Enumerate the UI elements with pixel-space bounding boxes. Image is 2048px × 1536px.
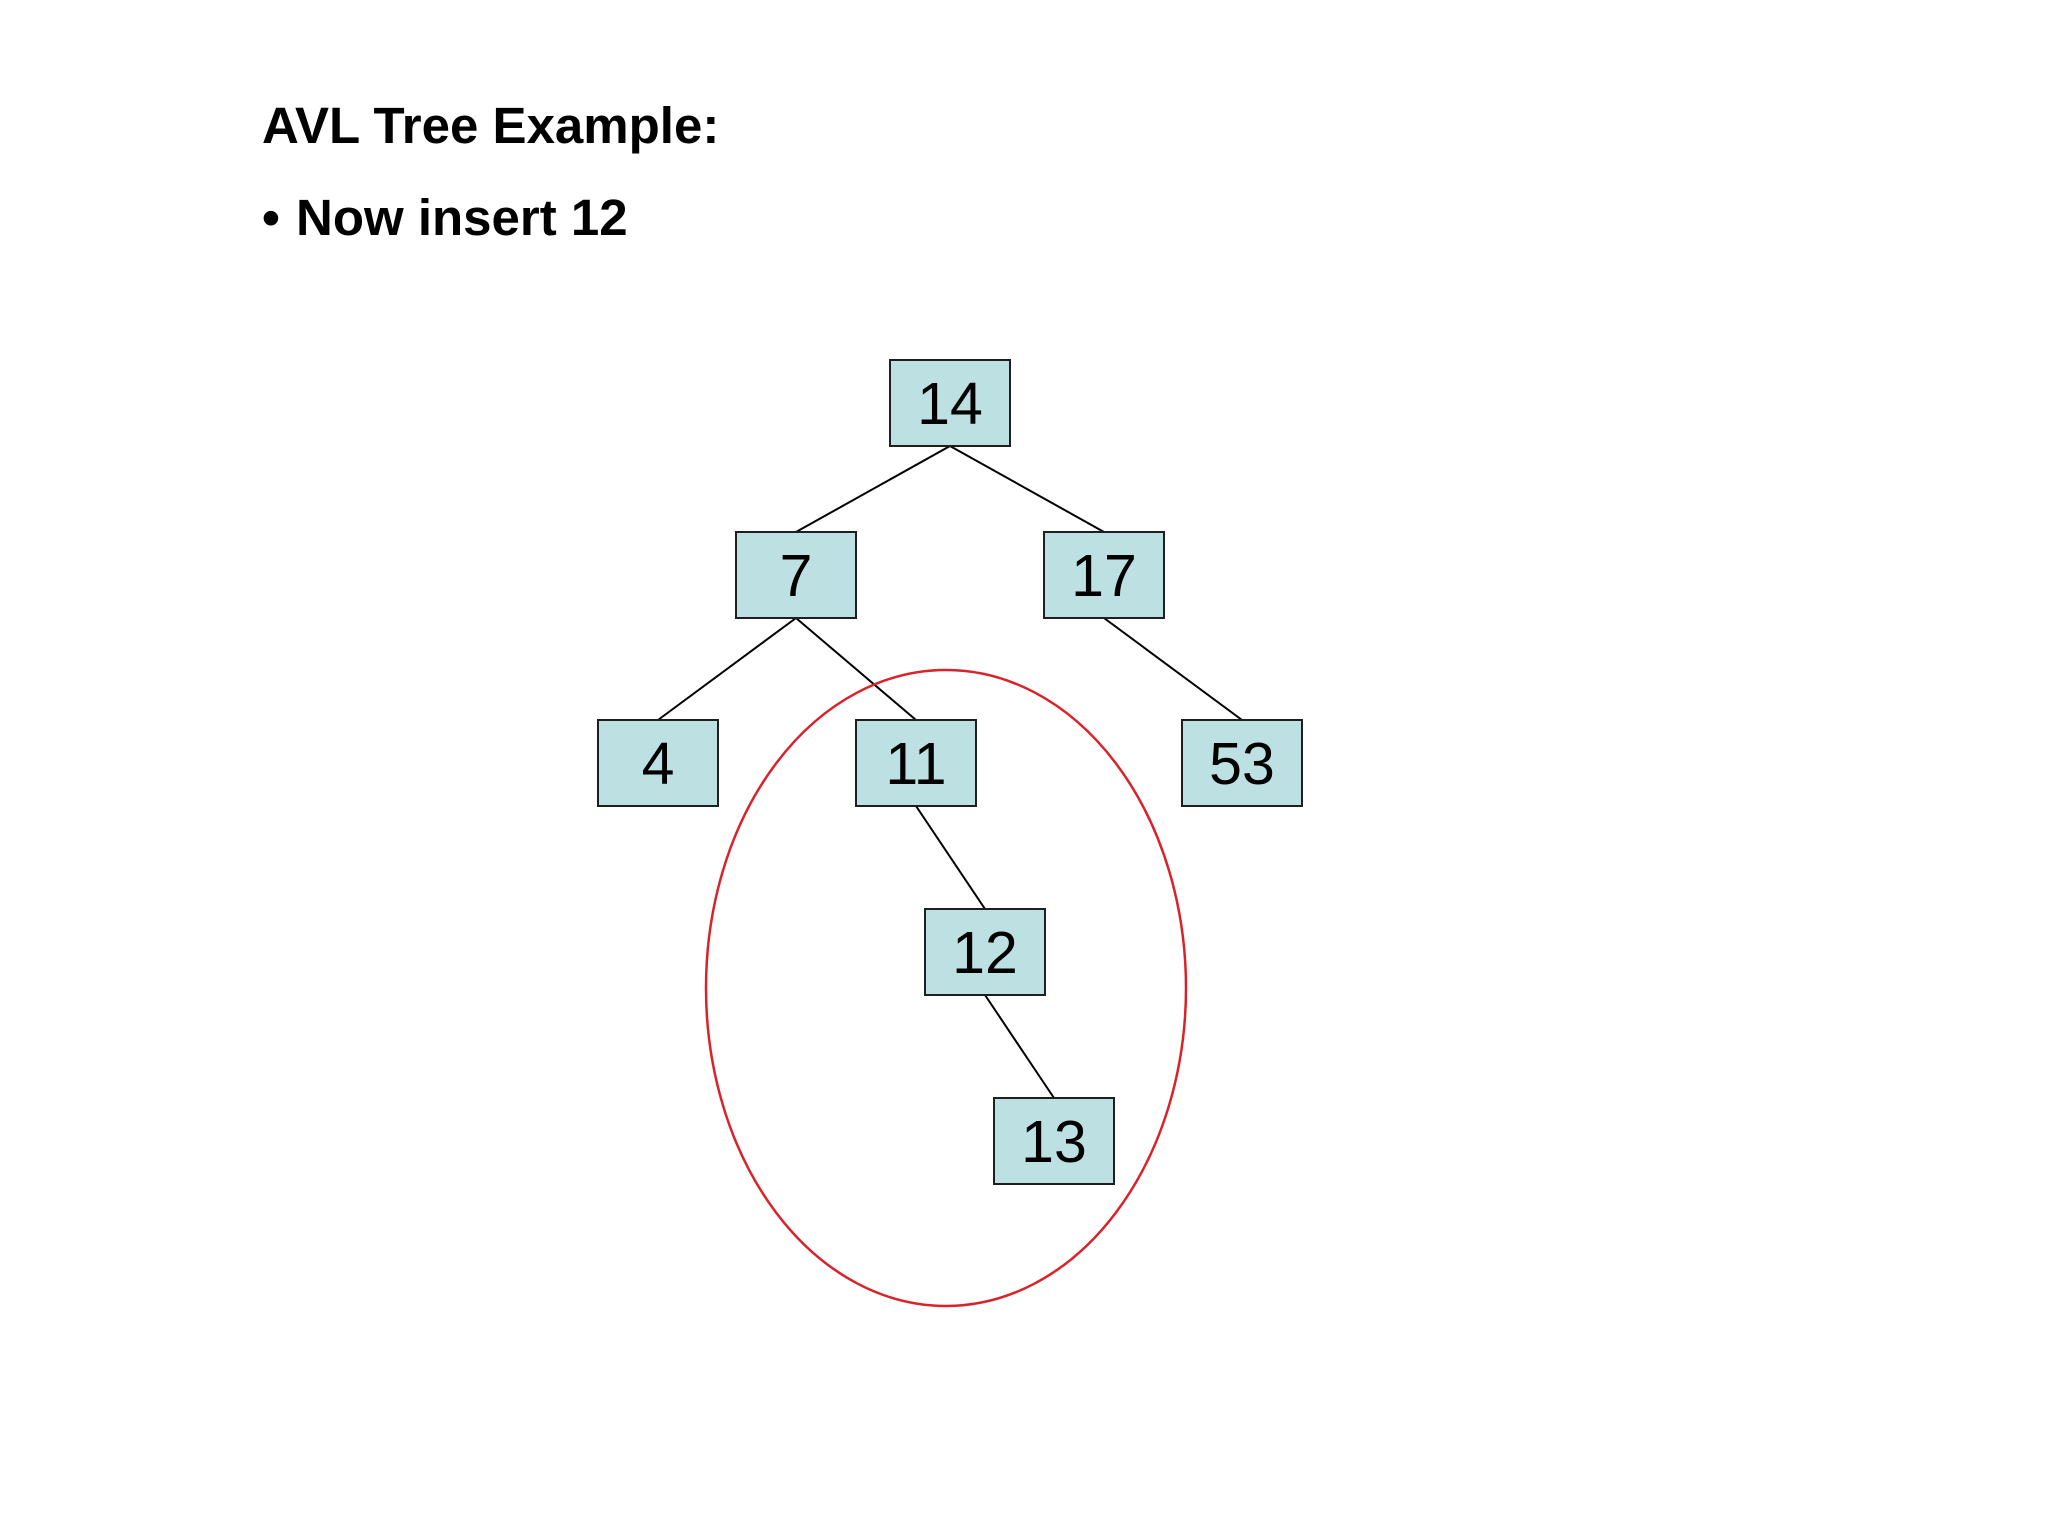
tree-node-label: 53: [1209, 731, 1275, 797]
nodes-layer: 14 7 17 4 11 53 12 13: [597, 359, 1303, 1185]
tree-edge-n12-n13: [984, 994, 1055, 1099]
tree-node-label: 12: [952, 920, 1018, 986]
tree-node-label: 13: [1021, 1109, 1087, 1175]
tree-edge-n7-n11: [795, 617, 917, 721]
tree-node-label: 4: [642, 731, 675, 797]
tree-node-box: [1181, 719, 1303, 807]
tree-node-14: 14: [889, 359, 1011, 447]
bullet-text: Now insert 12: [296, 189, 628, 246]
tree-node-box: [993, 1097, 1115, 1185]
bullet-item: • Now insert 12: [262, 188, 628, 247]
tree-node-53: 53: [1181, 719, 1303, 807]
bullet-marker: •: [262, 189, 280, 246]
tree-edge-n7-n4: [657, 617, 797, 721]
tree-node-box: [1043, 531, 1165, 619]
tree-node-4: 4: [597, 719, 719, 807]
tree-node-box: [924, 908, 1046, 996]
tree-node-label: 17: [1071, 543, 1137, 609]
tree-node-box: [735, 531, 857, 619]
tree-edge-n17-n53: [1103, 617, 1243, 721]
tree-edge-n14-n7: [795, 445, 951, 533]
tree-node-label: 7: [780, 543, 813, 609]
tree-node-7: 7: [735, 531, 857, 619]
tree-node-label: 14: [917, 371, 983, 437]
tree-node-box: [597, 719, 719, 807]
tree-edge-n11-n12: [915, 805, 986, 910]
tree-node-box: [889, 359, 1011, 447]
slide-title: AVL Tree Example:: [262, 97, 720, 154]
tree-node-11: 11: [855, 719, 977, 807]
tree-node-box: [855, 719, 977, 807]
edges-layer: [657, 445, 1243, 1099]
tree-node-17: 17: [1043, 531, 1165, 619]
tree-edge-n14-n17: [949, 445, 1105, 533]
tree-node-12: 12: [924, 908, 1046, 996]
tree-node-13: 13: [993, 1097, 1115, 1185]
tree-node-label: 11: [885, 731, 946, 797]
highlight-ellipse: [704, 668, 1188, 1308]
